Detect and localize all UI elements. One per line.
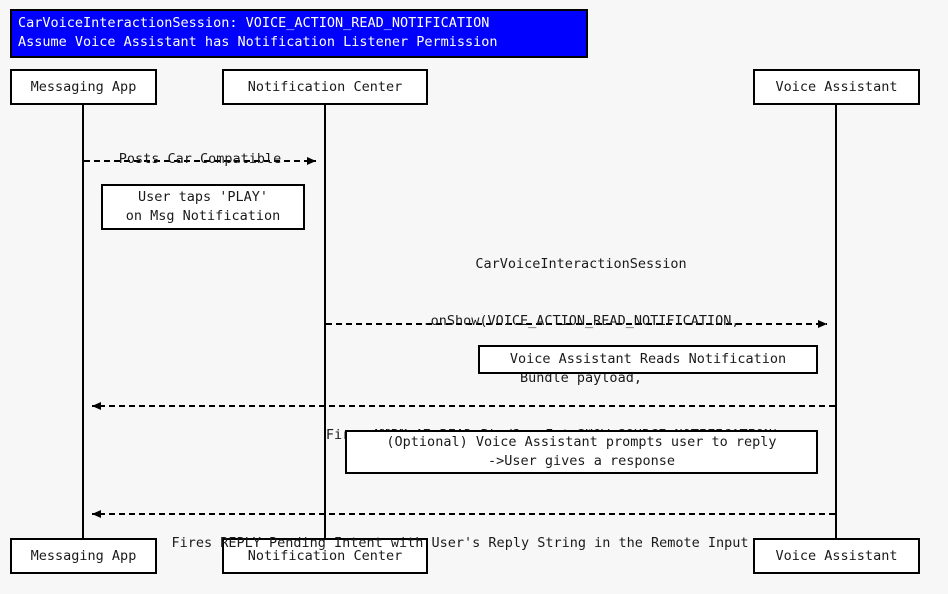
note-user-taps-play: User taps 'PLAY' on Msg Notification bbox=[101, 184, 305, 230]
message-label-reply-intent: Fires REPLY Pending Intent with User's R… bbox=[84, 496, 836, 591]
note-line: (Optional) Voice Assistant prompts user … bbox=[386, 434, 777, 450]
participant-foot-notification-center[interactable]: Notification Center bbox=[222, 538, 428, 574]
diagram-title-line-1: CarVoiceInteractionSession: VOICE_ACTION… bbox=[18, 15, 490, 31]
diagram-title-line-2: Assume Voice Assistant has Notification … bbox=[18, 34, 498, 50]
participant-foot-messaging-app[interactable]: Messaging App bbox=[10, 538, 157, 574]
message-line: Bundle payload, bbox=[520, 370, 642, 386]
message-line: .onShow(VOICE_ACTION_READ_NOTIFICATION, bbox=[422, 313, 740, 329]
participant-head-notification-center[interactable]: Notification Center bbox=[222, 69, 428, 105]
note-assistant-reads-notification: Voice Assistant Reads Notification bbox=[478, 345, 818, 374]
message-line: Fires REPLY Pending Intent with User's R… bbox=[171, 535, 749, 551]
participant-label: Voice Assistant bbox=[775, 79, 898, 95]
participant-label: Notification Center bbox=[247, 79, 403, 95]
participant-label: Voice Assistant bbox=[775, 548, 898, 564]
participant-foot-voice-assistant[interactable]: Voice Assistant bbox=[753, 538, 920, 574]
note-line: on Msg Notification bbox=[125, 208, 281, 224]
message-line: CarVoiceInteractionSession bbox=[475, 256, 687, 272]
participant-head-messaging-app[interactable]: Messaging App bbox=[10, 69, 157, 105]
message-line: Posts Car Compatible bbox=[118, 151, 282, 167]
participant-head-voice-assistant[interactable]: Voice Assistant bbox=[753, 69, 920, 105]
diagram-title-banner: CarVoiceInteractionSession: VOICE_ACTION… bbox=[10, 9, 588, 58]
participant-label: Messaging App bbox=[30, 79, 137, 95]
note-line: User taps 'PLAY' bbox=[137, 189, 269, 205]
note-line: ->User gives a response bbox=[488, 453, 675, 469]
participant-label: Messaging App bbox=[30, 548, 137, 564]
note-optional-reply-prompt: (Optional) Voice Assistant prompts user … bbox=[345, 430, 818, 474]
note-line: Voice Assistant Reads Notification bbox=[509, 351, 787, 367]
participant-label: Notification Center bbox=[247, 548, 403, 564]
